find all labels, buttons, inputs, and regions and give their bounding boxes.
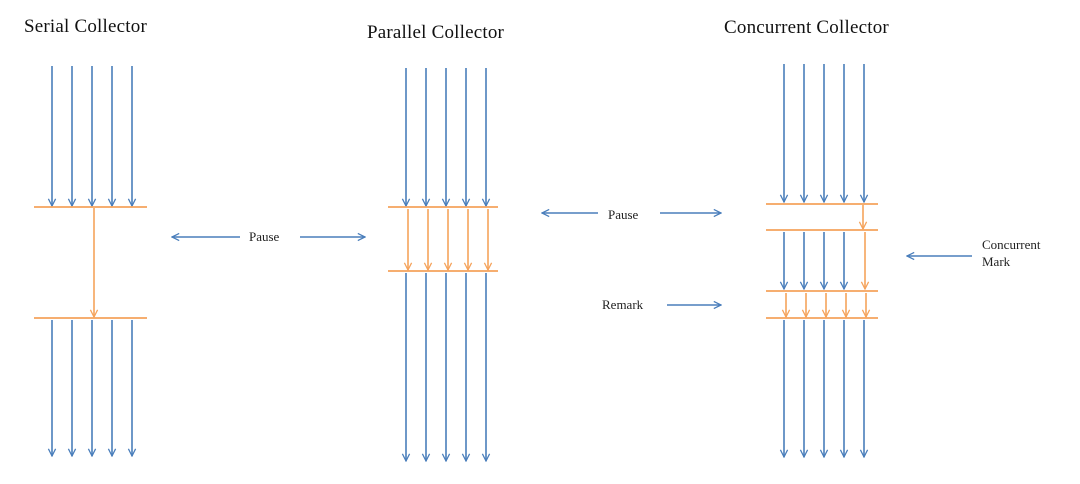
serial-collector-title: Serial Collector <box>24 16 147 37</box>
label-pointer-arrows <box>172 213 972 305</box>
application-threads <box>52 64 864 461</box>
concurrent-mark-label-line2: Mark <box>982 254 1011 269</box>
pause-label-left: Pause <box>249 229 280 244</box>
remark-label: Remark <box>602 297 644 312</box>
concurrent-mark-label: Concurrent Mark <box>982 236 1040 270</box>
parallel-collector-title: Parallel Collector <box>367 22 505 43</box>
concurrent-collector-title: Concurrent Collector <box>724 17 889 38</box>
phase-boundaries <box>34 203 878 319</box>
concurrent-mark-label-line1: Concurrent <box>982 237 1041 252</box>
pause-label-right: Pause <box>608 207 639 222</box>
gc-threads <box>94 205 866 317</box>
